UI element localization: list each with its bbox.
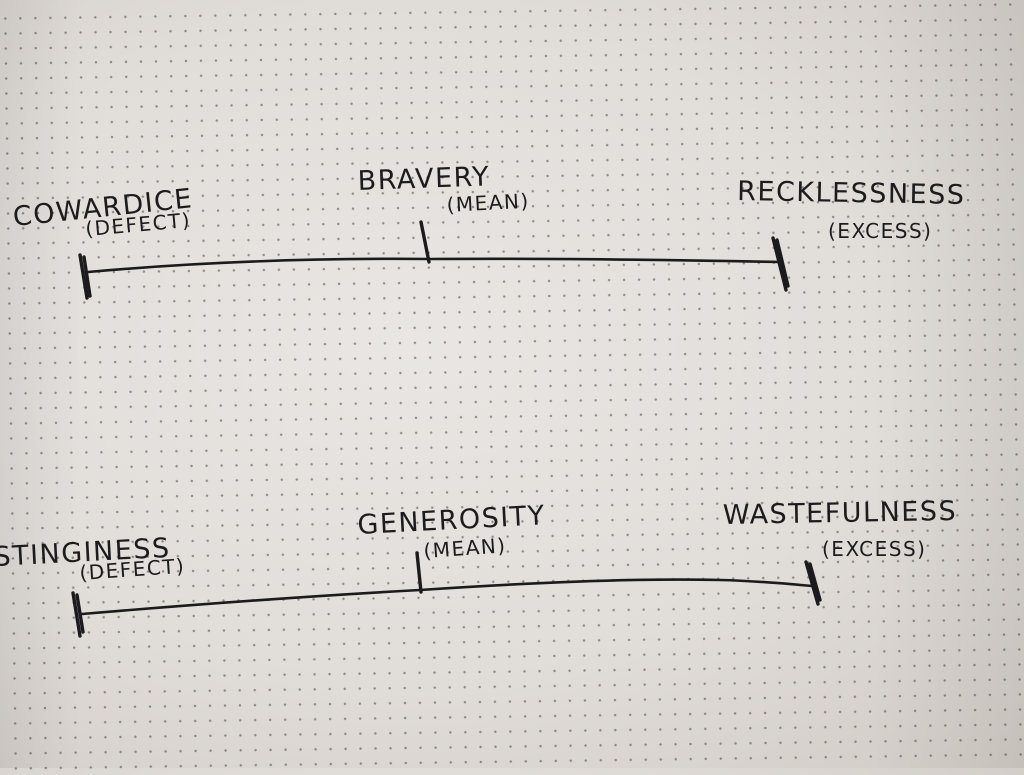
wastefulness-end-tick (804, 560, 822, 606)
generosity-mean-tag: (MEAN) (423, 533, 508, 563)
bravery-scale: COWARDICE (DEFECT) BRAVERY (MEAN) RECKLE… (11, 161, 966, 300)
bravery-scale-line (86, 257, 782, 274)
wastefulness-label: WASTEFULNESS (723, 496, 958, 531)
generosity-label: GENEROSITY (357, 500, 547, 541)
bravery-label: BRAVERY (357, 161, 491, 197)
generosity-mean-tick (415, 551, 423, 594)
generosity-scale-line (80, 578, 814, 616)
cowardice-end-tick (78, 253, 92, 300)
generosity-scale: STINGINESS (DEFECT) GENEROSITY (MEAN) WA… (0, 496, 958, 638)
recklessness-excess-tag: (EXCESS) (828, 219, 932, 243)
stinginess-end-tick (71, 591, 85, 638)
wastefulness-excess-tag: (EXCESS) (822, 537, 926, 561)
bravery-mean-tag: (MEAN) (446, 189, 530, 217)
recklessness-end-tick (771, 236, 790, 292)
recklessness-label: RECKLESSNESS (737, 176, 966, 211)
bravery-mean-tick (419, 220, 431, 264)
